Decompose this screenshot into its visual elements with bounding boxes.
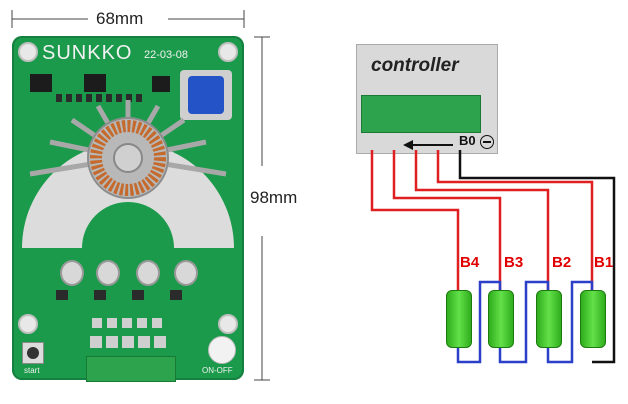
battery-label-b1: B1 xyxy=(594,254,614,271)
smd-component-row xyxy=(56,290,206,300)
battery-cell xyxy=(536,290,562,348)
mounting-hole xyxy=(218,42,238,62)
capacitor xyxy=(60,260,84,286)
date-code-silkscreen: 22-03-08 xyxy=(144,49,189,61)
height-label: 98mm xyxy=(250,188,298,207)
mounting-hole xyxy=(18,314,38,334)
heatsink xyxy=(22,100,234,248)
transformer xyxy=(180,70,232,120)
controller-label: controller xyxy=(371,55,459,76)
controller-box: controller B0 xyxy=(356,44,498,154)
battery-cell xyxy=(446,290,472,348)
on-off-switch[interactable] xyxy=(208,336,236,364)
mounting-hole xyxy=(18,42,38,62)
board-terminal-block xyxy=(86,356,176,382)
controller-terminal-block xyxy=(361,95,481,133)
ic-chip xyxy=(84,74,106,92)
solder-pad-row xyxy=(90,336,170,348)
battery-label-b2: B2 xyxy=(552,254,572,271)
capacitor xyxy=(96,260,120,286)
smd-component-row xyxy=(56,94,146,102)
arrow-left-icon xyxy=(403,137,453,150)
mounting-hole xyxy=(218,314,238,334)
height-dimension: 98mm xyxy=(250,36,350,382)
battery-label-b3: B3 xyxy=(504,254,524,271)
battery-cell xyxy=(488,290,514,348)
minus-circle-icon xyxy=(480,135,494,149)
brand-silkscreen: SUNKKO xyxy=(42,42,133,64)
ic-chip xyxy=(30,74,52,92)
width-label: 68mm xyxy=(96,9,144,28)
pcb-board: SUNKKO 22-03-08 xyxy=(12,36,244,382)
capacitor xyxy=(136,260,160,286)
capacitor xyxy=(174,260,198,286)
start-label: start xyxy=(24,366,40,375)
battery-cell xyxy=(580,290,606,348)
width-dimension: 68mm xyxy=(8,8,248,30)
on-off-label: ON-OFF xyxy=(202,366,233,375)
start-button[interactable] xyxy=(22,342,44,364)
battery-label-b4: B4 xyxy=(460,254,480,271)
solder-pad-row xyxy=(92,318,162,328)
b0-label: B0 xyxy=(459,133,476,148)
ic-chip xyxy=(152,76,170,92)
